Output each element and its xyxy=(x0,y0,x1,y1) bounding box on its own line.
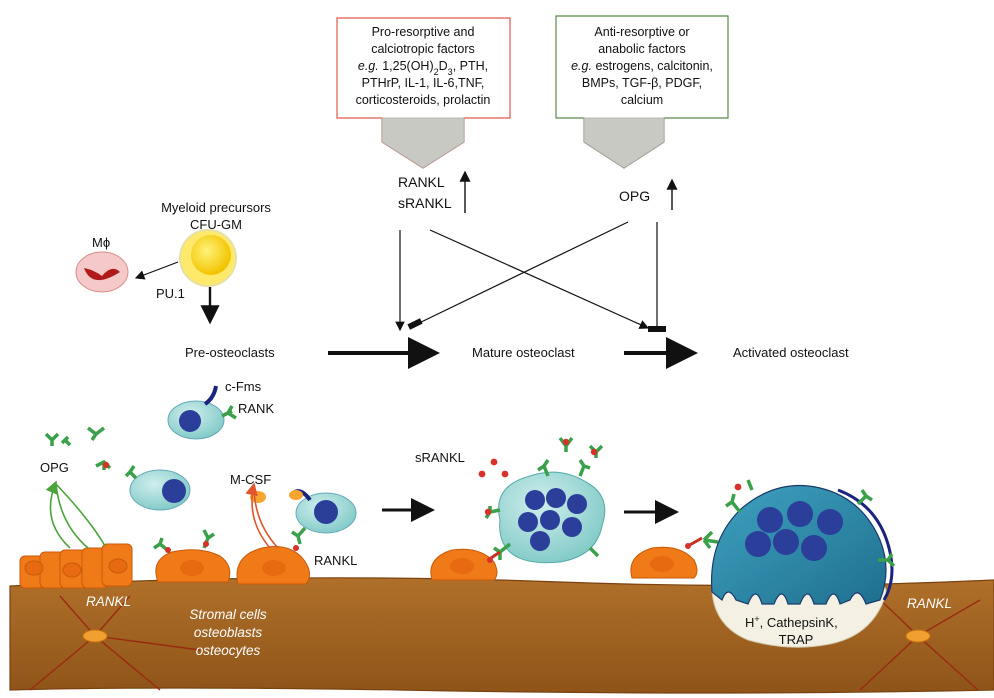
cfms-receptor xyxy=(203,385,218,406)
hplus-label: H+, CathepsinK, xyxy=(745,614,838,630)
pre-osteoclasts-label: Pre-osteoclasts xyxy=(185,345,275,360)
pro-box-sub2: 2 xyxy=(434,67,439,77)
osteocytes xyxy=(82,629,931,643)
rankl-top-label: RANKL xyxy=(398,174,445,190)
anti-box-line-3: e.g. estrogens, calcitonin, xyxy=(571,59,713,73)
srankl-bottom-label: sRANKL xyxy=(415,450,465,465)
pro-box-l3-tail: , PTH, xyxy=(453,59,488,73)
mphi-label: Mϕ xyxy=(92,235,110,250)
opg-down-bar xyxy=(648,326,666,332)
pro-box-title-2: calciotropic factors xyxy=(371,42,475,56)
macrophage-cell xyxy=(75,251,129,293)
stromal-line-2: osteoblasts xyxy=(194,625,263,640)
activated-osteoclast-cell xyxy=(710,479,896,605)
pre-osteoclast-cell xyxy=(167,385,237,440)
srankl-dots xyxy=(478,458,509,478)
rankl-bone-left: RANKL xyxy=(86,594,131,609)
anti-box-line-4: BMPs, TGF-β, PDGF, xyxy=(582,76,702,90)
stromal-line-3: osteocytes xyxy=(196,643,261,658)
cathepsin-text: , CathepsinK, xyxy=(760,615,838,630)
mcsf-label: M-CSF xyxy=(230,472,271,487)
pro-box-line-5: corticosteroids, prolactin xyxy=(356,93,491,107)
opg-molecules xyxy=(44,426,112,470)
mature-osteoclast-label: Mature osteoclast xyxy=(472,345,575,360)
rankl-cell-label: RANKL xyxy=(314,553,357,568)
pro-resorptive-box: Pro-resorptive and calciotropic factors … xyxy=(336,17,511,169)
pro-box-eg: e.g. xyxy=(358,59,379,73)
anti-box-title-2: anabolic factors xyxy=(598,42,686,56)
opg-diag-inhibit xyxy=(414,221,629,326)
osteoblast-cluster xyxy=(19,543,133,589)
rankl-bound-top xyxy=(558,436,604,458)
precursor-cell-3 xyxy=(289,489,357,545)
cfms-label: c-Fms xyxy=(225,379,262,394)
stromal-line-1: Stromal cells xyxy=(189,607,267,622)
pro-box-line-3: e.g. 1,25(OH)2D3, PTH, xyxy=(358,59,488,77)
pro-box-sub3: 3 xyxy=(448,67,453,77)
myeloid-label: Myeloid precursors xyxy=(161,200,271,215)
anti-box-l3-rest: estrogens, calcitonin, xyxy=(592,59,713,73)
rank-receptor xyxy=(221,405,237,420)
opg-diag-bar xyxy=(407,318,423,330)
opg-bottom-label: OPG xyxy=(40,460,69,475)
anti-box-title-1: Anti-resorptive or xyxy=(594,25,689,39)
srankl-top-label: sRANKL xyxy=(398,195,452,211)
cfu-label: CFU-GM xyxy=(190,217,242,232)
osteoblast-3 xyxy=(236,482,310,585)
pro-box-d: D xyxy=(439,59,448,73)
pro-box-title-1: Pro-resorptive and xyxy=(372,25,475,39)
to-macrophage-arrow xyxy=(134,261,179,280)
rankl-diag-arrow xyxy=(429,229,650,329)
pu1-label: PU.1 xyxy=(156,286,185,301)
rankl-bone-right: RANKL xyxy=(907,596,952,611)
precursor-cell-2 xyxy=(124,465,191,511)
osteoblast-4 xyxy=(430,548,501,581)
anti-resorptive-box: Anti-resorptive or anabolic factors e.g.… xyxy=(555,15,729,169)
trap-label: TRAP xyxy=(779,632,814,647)
pro-box-l3-rest: 1,25(OH) xyxy=(379,59,434,73)
activated-osteoclast-label: Activated osteoclast xyxy=(733,345,849,360)
opg-top-label: OPG xyxy=(619,188,650,204)
anti-box-line-5: calcium xyxy=(621,93,663,107)
hplus-sup: + xyxy=(754,614,759,624)
rank-label: RANK xyxy=(238,401,274,416)
osteoblast-2 xyxy=(153,529,231,583)
anti-box-eg: e.g. xyxy=(571,59,592,73)
pro-box-line-4: PTHrP, IL-1, IL-6,TNF, xyxy=(362,76,485,90)
hplus-h: H xyxy=(745,615,754,630)
osteoblast-5 xyxy=(630,530,719,579)
myeloid-precursor-cell xyxy=(179,229,237,287)
opg-release-arrows xyxy=(45,480,106,549)
